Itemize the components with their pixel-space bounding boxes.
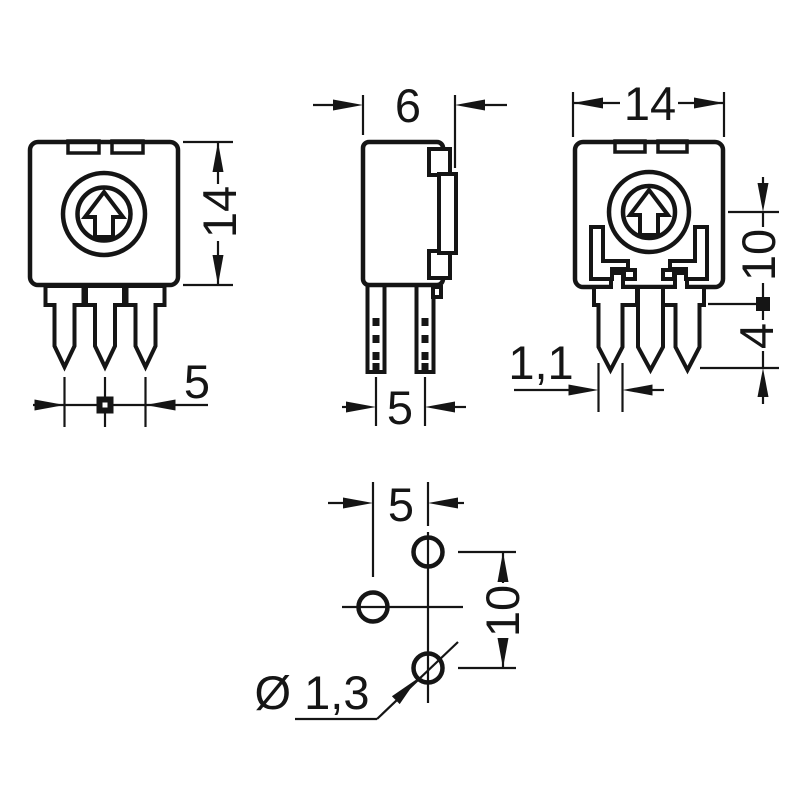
dim-label-side-width: 6	[395, 79, 421, 132]
arrowhead-right	[694, 97, 724, 109]
top-notch	[613, 139, 647, 154]
arrowhead-right	[333, 99, 363, 111]
knurl-mark	[372, 352, 380, 360]
arrowhead-right	[343, 497, 373, 509]
knurl-mark	[372, 363, 380, 371]
top-notch	[656, 139, 689, 154]
leader-line	[376, 641, 459, 720]
dim-label-back-lower: 4	[730, 323, 783, 349]
side-pin-span-dimension: 5	[342, 377, 466, 434]
back-pins	[592, 271, 706, 375]
dim-label-back-width: 14	[624, 77, 676, 130]
back-width-dimension: 14	[571, 77, 726, 137]
footprint-horizontal-pitch-dimension: 5	[328, 478, 464, 577]
dim-label-back-upper: 10	[732, 229, 785, 281]
mounting-tab	[427, 249, 452, 280]
dim-label-front-height: 14	[193, 186, 246, 238]
knurl-mark	[421, 335, 429, 343]
top-notch	[66, 139, 101, 155]
arrowhead-right	[568, 384, 599, 396]
datum-square-marker	[756, 297, 770, 311]
pin-with-shoulder	[659, 271, 706, 375]
terminal-hook	[589, 225, 637, 281]
pin-with-shoulder	[592, 271, 639, 375]
rotor-arrow-icon	[80, 188, 128, 239]
front-pins	[43, 284, 167, 372]
pin	[636, 285, 665, 375]
footprint-view: 5 10 Ø 1,3	[255, 478, 529, 721]
arrowhead-up	[497, 552, 509, 582]
dim-label-pin-width: 1,1	[508, 336, 573, 389]
arrowhead-left	[455, 99, 485, 111]
front-view	[27, 139, 181, 372]
knurl-mark	[421, 352, 429, 360]
back-vertical-chain-dimension: 10 4	[700, 177, 785, 404]
arrowhead-left	[425, 401, 455, 413]
pin-step	[431, 285, 443, 299]
back-pin-width-dimension: 1,1	[508, 336, 664, 412]
pin-knurl-marks	[372, 318, 429, 371]
label-backing	[746, 227, 780, 283]
arrowhead-left	[428, 497, 458, 509]
side-width-dimension: 6	[313, 79, 507, 168]
knurl-mark	[421, 318, 429, 326]
arrowhead-left	[145, 399, 176, 411]
arrowhead-down	[757, 183, 769, 212]
rotor-outer-ring	[606, 169, 692, 255]
arrowhead-up	[212, 142, 224, 172]
terminal-hook	[661, 225, 709, 281]
arrowhead-diagonal	[391, 679, 417, 705]
pin	[84, 284, 126, 372]
knurl-mark	[372, 335, 380, 343]
top-notch	[110, 139, 145, 155]
rotor-inner-ring	[620, 183, 678, 241]
back-view	[572, 139, 726, 375]
arrowhead-left	[622, 384, 653, 396]
side-pins	[365, 283, 443, 374]
front-pin-span-dimension: 5	[33, 355, 210, 427]
datum-square-center	[102, 402, 108, 408]
label-backing	[746, 320, 780, 351]
mounting-tab	[427, 147, 452, 177]
dim-label-footprint-pitch-y: 10	[476, 585, 529, 637]
arrowhead-up	[757, 368, 769, 397]
rotor-outer-ring	[60, 170, 148, 258]
side-view	[360, 139, 458, 374]
arrowhead-down	[212, 255, 224, 285]
arrowhead-right	[34, 399, 65, 411]
dim-label-front-pin-span: 5	[184, 355, 210, 408]
rotor-edge-bar	[437, 172, 458, 255]
label-backing	[486, 583, 520, 639]
rotor-inner-ring	[75, 185, 133, 243]
dim-label-footprint-pitch-x: 5	[388, 478, 414, 531]
knurl-mark	[421, 363, 429, 371]
arrowhead-down	[497, 638, 509, 668]
dim-label-side-pin-span: 5	[387, 381, 413, 434]
hole-diameter-callout: Ø 1,3	[255, 641, 459, 721]
front-height-dimension: 14	[183, 140, 246, 287]
rotor-arrow-icon	[625, 186, 673, 237]
dim-label-hole-diameter: Ø 1,3	[255, 666, 370, 719]
footprint-vertical-pitch-dimension: 10	[458, 550, 529, 670]
knurl-mark	[372, 318, 380, 326]
front-body-outline	[27, 139, 181, 288]
arrowhead-right	[346, 401, 376, 413]
pin	[124, 284, 167, 372]
arrowhead-left	[573, 97, 603, 109]
pin	[43, 284, 86, 372]
